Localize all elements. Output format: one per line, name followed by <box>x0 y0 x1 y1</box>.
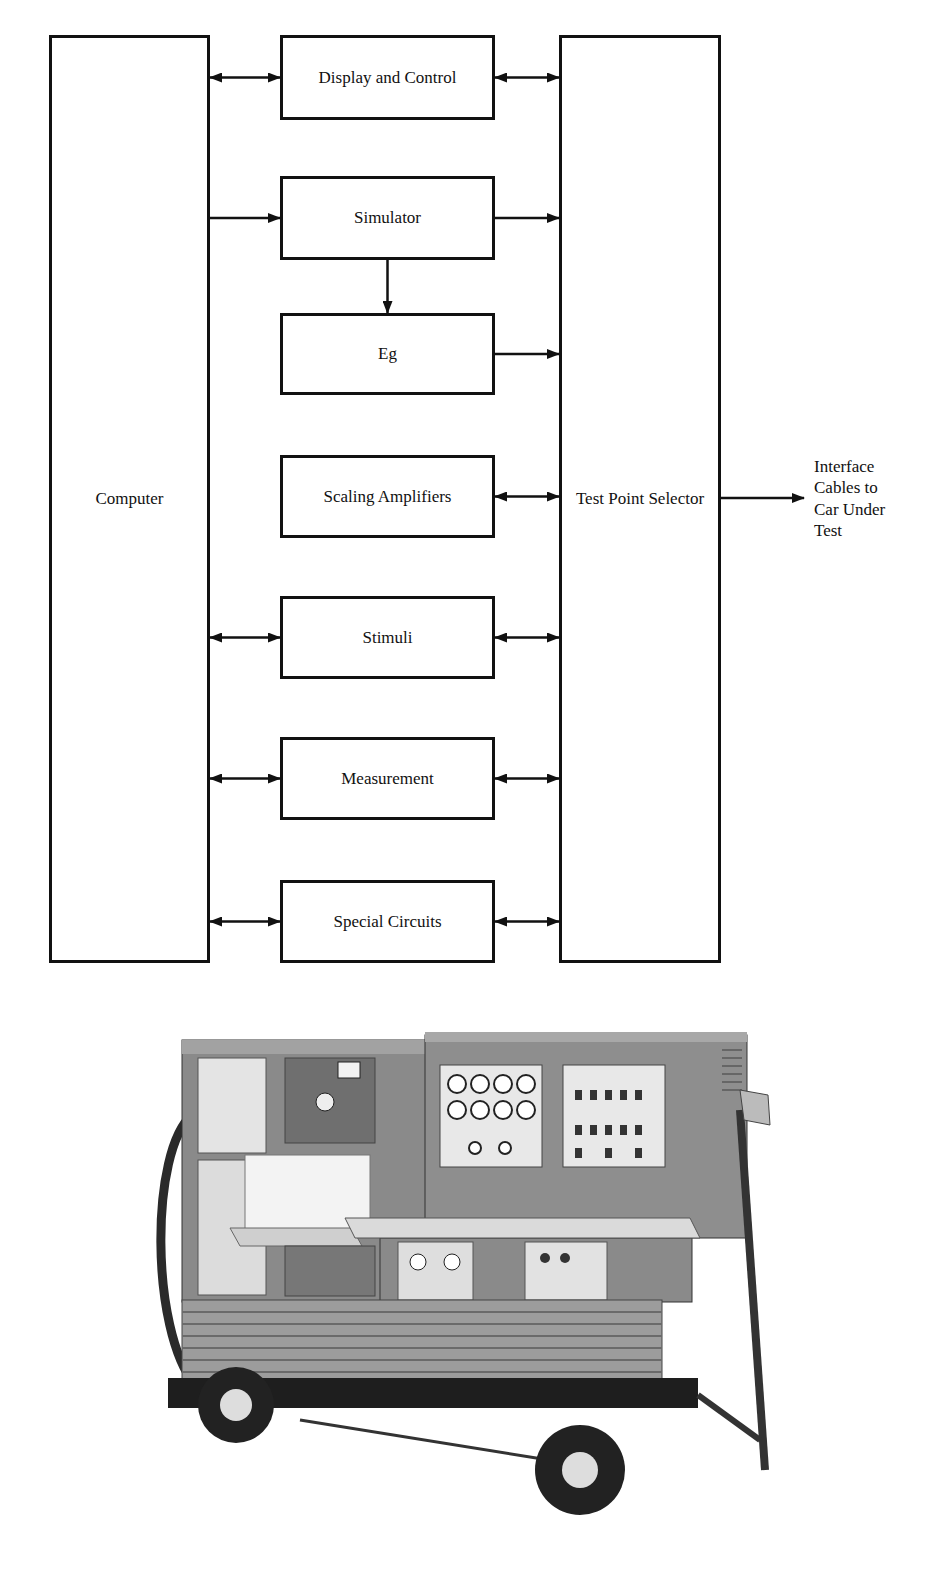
knob <box>410 1254 426 1270</box>
signal-arrow <box>495 76 559 79</box>
hub <box>220 1389 252 1421</box>
right-cabinet <box>425 1035 747 1238</box>
box-label: Display and Control <box>319 67 457 88</box>
dials <box>448 1075 535 1154</box>
interface-arrow <box>721 497 804 500</box>
meter <box>338 1062 360 1078</box>
knob <box>444 1254 460 1270</box>
slat-lines <box>182 1312 662 1372</box>
paper-tray <box>230 1228 362 1246</box>
signal-arrow <box>210 636 280 639</box>
signal-arrow <box>495 777 559 780</box>
test-cart <box>161 1032 770 1515</box>
signal-arrow <box>210 777 280 780</box>
box-label: Computer <box>96 488 164 509</box>
interface-note: Interface Cables to Car Under Test <box>814 456 906 541</box>
box-label: Scaling Amplifiers <box>324 486 452 507</box>
box-label: Test Point Selector <box>576 488 704 509</box>
cabinet-header <box>182 1040 432 1054</box>
signal-arrow <box>210 217 280 220</box>
hub <box>562 1452 598 1488</box>
wheel <box>198 1367 274 1443</box>
unit-column: Test Point Selector <box>559 35 721 963</box>
signal-arrow <box>495 495 559 498</box>
box-label: Simulator <box>354 207 421 228</box>
tow-bar <box>698 1395 760 1440</box>
function-box: Stimuli <box>280 596 495 679</box>
switches <box>575 1090 642 1158</box>
function-box: Special Circuits <box>280 880 495 963</box>
switch-panel <box>563 1065 665 1167</box>
function-box: Measurement <box>280 737 495 820</box>
signal-arrow <box>210 76 280 79</box>
function-box: Display and Control <box>280 35 495 120</box>
knob <box>316 1093 334 1111</box>
meter-panel <box>440 1065 542 1167</box>
box-label: Measurement <box>341 768 434 789</box>
lower-cabinet <box>380 1238 692 1302</box>
signal-arrow <box>495 636 559 639</box>
base-slats <box>182 1300 662 1380</box>
panel <box>198 1058 266 1153</box>
panel <box>525 1242 607 1300</box>
box-label: Eg <box>378 343 397 364</box>
unit-column: Computer <box>49 35 210 963</box>
panel <box>285 1246 375 1296</box>
signal-arrow <box>495 920 559 923</box>
function-box: Scaling Amplifiers <box>280 455 495 538</box>
vent <box>722 1050 742 1090</box>
panel <box>285 1058 375 1143</box>
desk <box>345 1218 700 1238</box>
cabinet-top <box>425 1032 747 1042</box>
wheel <box>535 1425 625 1515</box>
function-box: Simulator <box>280 176 495 260</box>
signal-arrow <box>495 217 559 220</box>
box-label: Special Circuits <box>333 911 441 932</box>
signal-arrow <box>495 353 559 356</box>
knob <box>560 1253 570 1263</box>
panel <box>398 1242 473 1300</box>
knob <box>540 1253 550 1263</box>
connector-hook <box>740 1090 770 1125</box>
function-box: Eg <box>280 313 495 395</box>
tow-bar <box>740 1110 765 1470</box>
box-label: Stimuli <box>362 627 412 648</box>
signal-arrow <box>210 920 280 923</box>
signal-arrow <box>386 260 389 313</box>
